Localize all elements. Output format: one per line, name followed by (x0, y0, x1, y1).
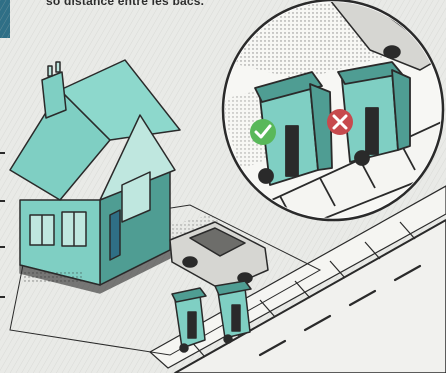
check-icon (250, 119, 276, 145)
house-shadow (22, 272, 82, 284)
cross-icon (327, 109, 353, 135)
